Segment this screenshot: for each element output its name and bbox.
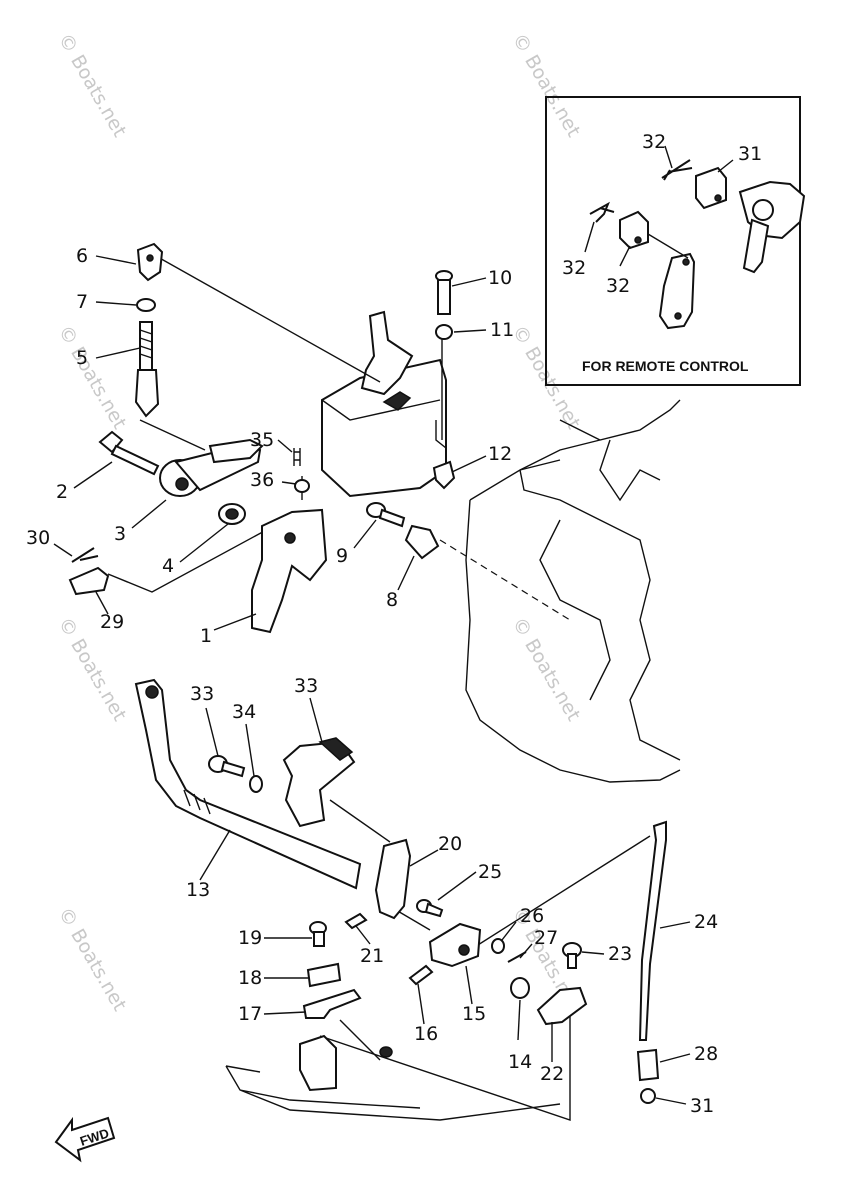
part-21-pin (344, 912, 368, 930)
callout-32: 31 (738, 143, 762, 165)
callouts: 6 7 5 2 3 4 1 30 29 35 36 10 11 12 9 8 1… (26, 245, 718, 1117)
part-20-arm (374, 838, 412, 920)
bracket-housing (321, 310, 447, 498)
engine-block (465, 399, 681, 783)
callout-26: 26 (520, 905, 544, 927)
callout-15: 15 (462, 1003, 486, 1025)
callout-16: 16 (414, 1023, 438, 1045)
callout-11: 11 (490, 319, 514, 341)
part-7-nut (136, 298, 156, 312)
watermark: © Boats.net (54, 904, 131, 1015)
callout-14: 14 (508, 1051, 532, 1073)
part-15-joint (428, 922, 482, 968)
callout-34: 33 (294, 675, 318, 697)
inset-caption: FOR REMOTE CONTROL (582, 358, 749, 374)
callout-30: 30 (26, 527, 50, 549)
callout-24: 24 (694, 911, 718, 933)
part-35-bolt (208, 755, 246, 778)
callout-leaders (53, 255, 691, 1105)
callout-25: 25 (478, 861, 502, 883)
callout-12: 12 (488, 443, 512, 465)
callout-38: 36 (250, 469, 274, 491)
callout-20: 20 (438, 833, 462, 855)
callout-17: 17 (238, 1003, 262, 1025)
part-36-washer (249, 775, 263, 793)
callout-13: 13 (186, 879, 210, 901)
part-30-clip (71, 547, 99, 563)
callout-6: 6 (76, 245, 88, 267)
part-14-collar (510, 977, 530, 999)
callout-37: 35 (250, 429, 274, 451)
part-16-pin (408, 964, 434, 986)
bottom-cowling (225, 1019, 561, 1121)
callout-1: 1 (200, 625, 212, 647)
callout-35: 33 (190, 683, 214, 705)
callout-23: 23 (608, 943, 632, 965)
part-8-collar (404, 524, 440, 560)
callout-29: 29 (100, 611, 124, 633)
watermark: © Boats.net (54, 322, 131, 433)
assembly-lines (107, 255, 651, 1121)
callout-10: 10 (488, 267, 512, 289)
part-11-nut (435, 324, 453, 340)
part-23-bolt (562, 942, 582, 969)
part-3-pulley (159, 438, 264, 497)
part-38-nut (294, 479, 310, 493)
callout-32: 32 (606, 275, 630, 297)
part-18-plate (306, 962, 342, 988)
fwd-arrow-icon: FWD (54, 1116, 116, 1163)
watermark: © Boats.net (508, 614, 585, 725)
callout-7: 7 (76, 291, 88, 313)
part-17-bracket (302, 988, 362, 1019)
part-4-spring (218, 503, 246, 525)
callout-36: 34 (232, 701, 256, 723)
part-34-bracket (282, 737, 356, 828)
callout-2: 2 (56, 481, 68, 503)
part-29-joint (68, 566, 110, 596)
part-2-bolt (98, 430, 160, 476)
part-37-pin (293, 448, 301, 466)
callout-5: 5 (76, 347, 88, 369)
part-25-bolt (416, 899, 444, 918)
part-24-rod (638, 820, 667, 1041)
callout-4: 4 (162, 555, 174, 577)
callout-33: 32 (642, 131, 666, 153)
callout-33: 32 (562, 257, 586, 279)
part-9-bolt (366, 502, 406, 528)
callout-8: 8 (386, 589, 398, 611)
part-1-shift-lever (251, 508, 328, 634)
remote-control-inset: 32 31 32 32 FOR REMOTE CONTROL (545, 96, 806, 386)
part-31-nut (640, 1088, 656, 1104)
callout-3: 3 (114, 523, 126, 545)
callout-27: 27 (534, 927, 558, 949)
callout-9: 9 (336, 545, 348, 567)
part-6-rod-end (136, 242, 164, 282)
part-12-cap (432, 460, 456, 490)
callout-28: 28 (694, 1043, 718, 1065)
callout-22: 22 (540, 1063, 564, 1085)
part-19-bolt (309, 921, 327, 947)
part-26-washer (491, 938, 505, 954)
part-28-nut (636, 1048, 660, 1082)
watermark: © Boats.net (54, 30, 131, 141)
part-22-clamp (536, 986, 588, 1026)
part-5-rod (134, 321, 160, 418)
callout-21: 21 (360, 945, 384, 967)
part-10-bolt (435, 270, 453, 315)
callout-18: 18 (238, 967, 262, 989)
part-13-shift-rod (134, 678, 362, 890)
callout-31: 31 (690, 1095, 714, 1117)
callout-19: 19 (238, 927, 262, 949)
